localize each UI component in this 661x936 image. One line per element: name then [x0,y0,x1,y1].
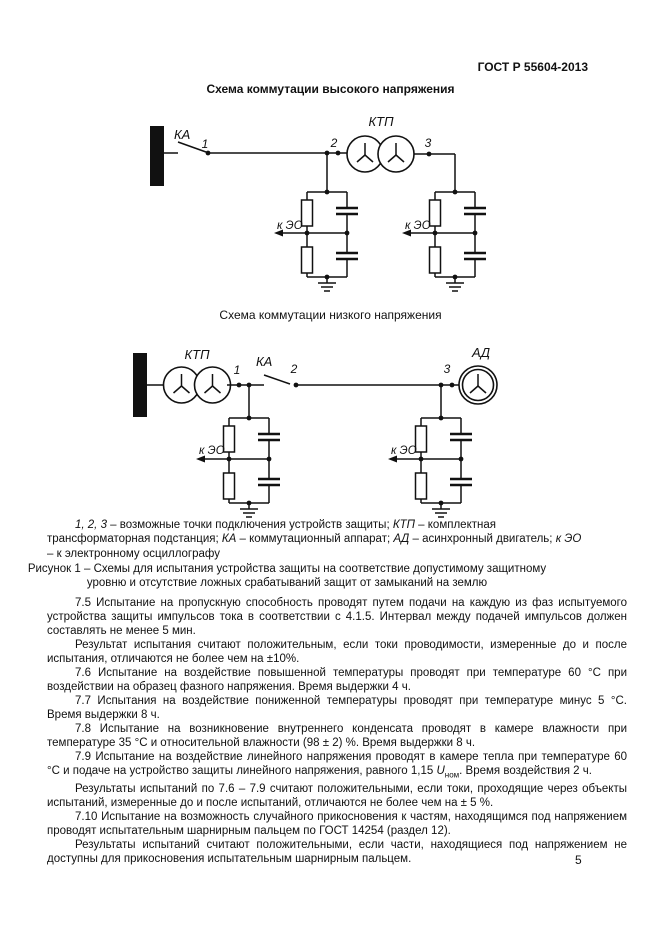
figure-caption-line: уровню и отсутствие ложных срабатываний … [86,577,488,590]
figure-caption: Рисунок 1 – Схемы для испытания устройст… [27,562,547,591]
connection-point-1 [236,382,242,388]
busbar [150,126,164,186]
divider-circuit [400,188,488,293]
high-voltage-diagram: КА 1 2 КТП 3 к ЭО к ЭО [150,114,488,293]
paragraph-7-6: 7.6 Испытание на воздействие повышенной … [47,667,627,693]
divider-circuit [272,188,360,293]
label-k-eo: к ЭО [405,220,431,232]
transformer-symbol [346,135,415,173]
label-k-eo: к ЭО [277,220,303,232]
transformer-symbol [162,366,232,404]
page-number: 5 [575,853,582,867]
switch-blade [263,374,291,385]
paragraph-7-9-result: Результаты испытаний по 7.6 – 7.9 считаю… [47,783,627,810]
legend-line: – к электронному осциллографу [47,547,221,560]
low-voltage-diagram: КТП 1 КА 2 3 АД к ЭО к ЭО [133,345,498,519]
label-ktp: КТП [368,114,394,129]
diagram-title-high-voltage: Схема коммутации высокого напряжения [206,82,455,96]
label-point-1: 1 [234,363,241,377]
divider-circuit [194,414,282,519]
paragraph-7-10-result: Результаты испытаний считают положительн… [47,839,627,866]
label-ka: КА [174,127,190,142]
label-point-2: 2 [290,362,298,376]
paragraph-7-7: 7.7 Испытания на воздействие пониженной … [47,695,627,721]
connection-point-2 [335,150,341,156]
label-k-eo: к ЭО [199,445,225,457]
paragraph-7-5: 7.5 Испытание на пропускную способность … [47,597,627,637]
figure-legend: 1, 2, 3 – возможные точки подключения ус… [47,518,631,561]
body-text: 7.5 Испытание на пропускную способность … [47,596,627,866]
paragraph-7-8: 7.8 Испытание на возникновение внутренне… [47,723,627,749]
label-ktp: КТП [184,347,210,362]
label-point-3: 3 [425,136,432,150]
label-ka: КА [256,354,272,369]
connection-point-3 [426,151,432,157]
paragraph-7-5-result: Результат испытания считают положительны… [47,639,627,665]
label-k-eo: к ЭО [391,445,417,457]
label-point-3: 3 [444,362,451,376]
diagram-title-low-voltage: Схема коммутации низкого напряжения [219,308,442,322]
paragraph-7-10: 7.10 Испытание на возможность случайного… [47,811,627,838]
label-point-1: 1 [202,137,209,151]
legend-line: трансформаторная подстанция; КА – коммут… [47,533,582,546]
paragraph-7-9: 7.9 Испытание на воздействие линейного н… [47,751,627,780]
connection-point-3 [449,382,455,388]
label-point-2: 2 [330,136,338,150]
legend-line: 1, 2, 3 – возможные точки подключения ус… [75,519,496,531]
busbar [133,353,147,417]
label-ad: АД [471,345,490,360]
switch-blade [177,141,207,153]
figure-caption-line: Рисунок 1 – Схемы для испытания устройст… [27,563,547,575]
gost-header: ГОСТ Р 55604-2013 [477,60,588,74]
divider-circuit [386,414,474,519]
